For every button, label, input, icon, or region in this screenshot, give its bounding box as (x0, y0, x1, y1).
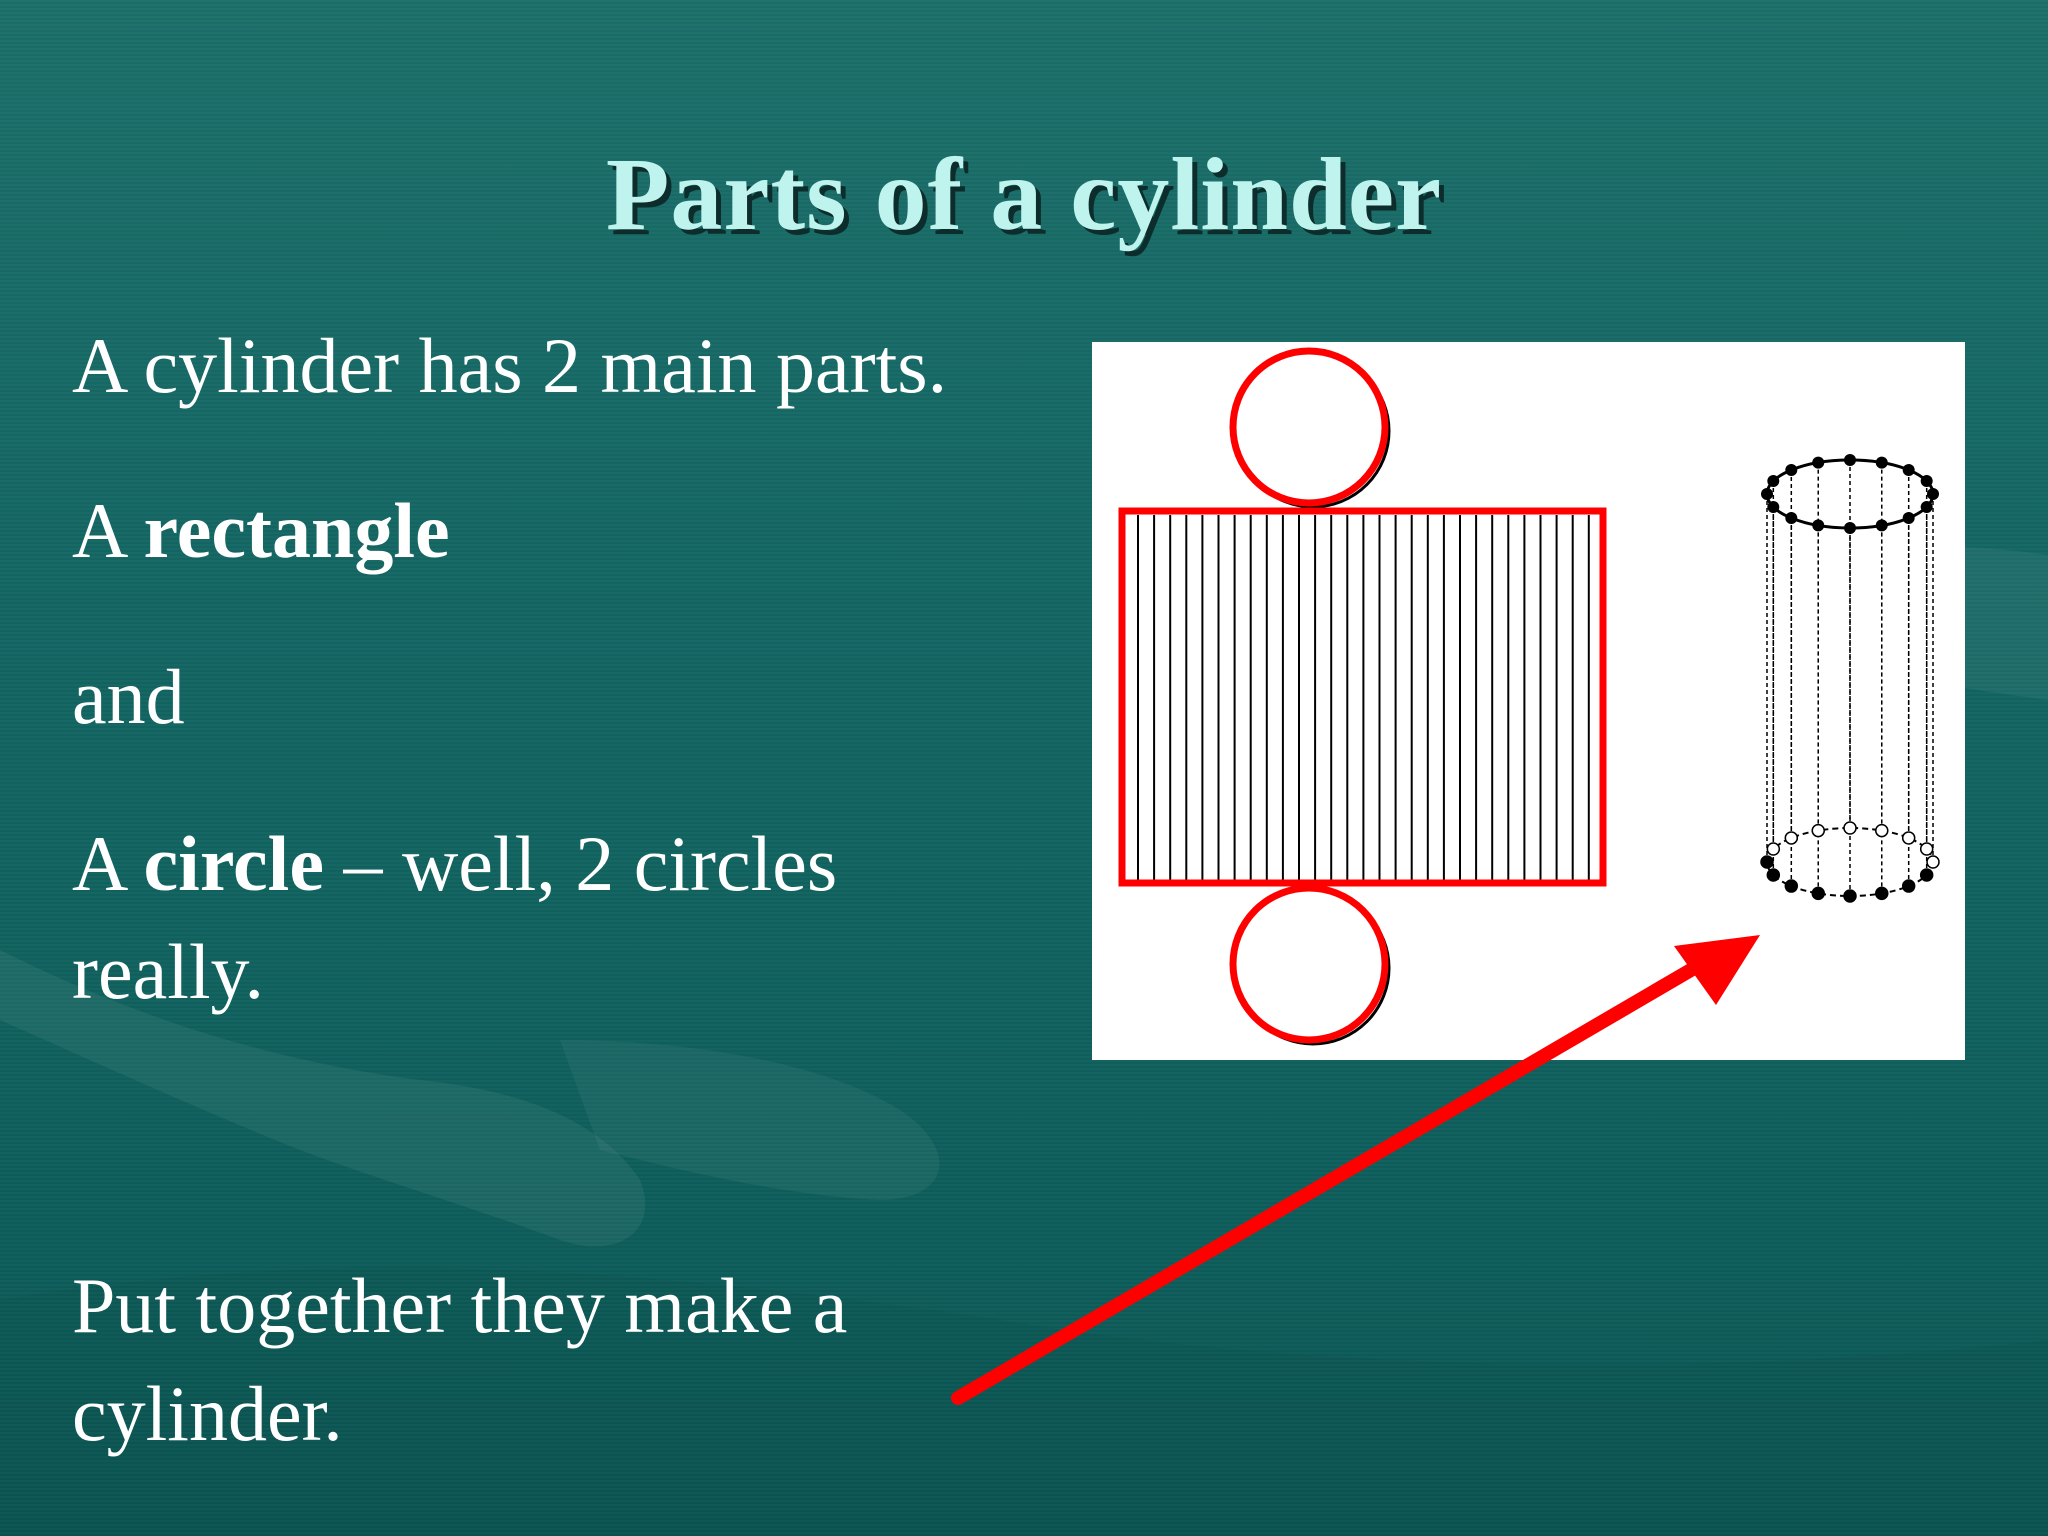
cylinder-top-dot (1875, 519, 1888, 532)
cylinder-bottom-dot (1811, 823, 1825, 838)
net-top-circle (1229, 347, 1391, 509)
together-line: Put together they make a cylinder. (72, 1262, 848, 1457)
rectangle-line: A rectangle (72, 477, 450, 585)
cylinder-top-dot (1812, 456, 1825, 469)
cylinder-bottom-dot (1919, 842, 1934, 856)
cylinder-bottom-dot (1875, 823, 1889, 838)
cylinder-bottom-dot (1926, 855, 1940, 869)
cylinder-top-dot (1902, 463, 1915, 476)
cylinder-bottom-dot (1843, 821, 1857, 835)
cylinder-top-dot (1902, 512, 1915, 525)
cylinder-top-dot (1812, 519, 1825, 532)
rectangle-prefix: A (72, 487, 144, 574)
cylinder-top-dot (1785, 463, 1798, 476)
cylinder-solid (1760, 454, 1940, 903)
cylinder-bottom-dot (1760, 855, 1774, 869)
cylinder-top-dot (1767, 474, 1780, 487)
slide-title: Parts of a cylinder (605, 137, 1443, 252)
cylinder-figure (1092, 342, 1965, 1060)
cylinder-bottom-dot (1843, 889, 1857, 903)
cylinder-bottom-dot (1784, 879, 1799, 893)
cylinder-bottom-dot (1784, 831, 1799, 845)
cylinder-diagram (1118, 347, 1940, 1046)
cylinder-top-dot (1844, 454, 1856, 466)
circle-prefix: A (72, 820, 144, 907)
cylinder-bottom-dot (1811, 886, 1825, 901)
cylinder-top-dot (1927, 488, 1939, 500)
cylinder-bottom-dot (1901, 879, 1916, 893)
cylinder-top-dot (1920, 474, 1933, 487)
circle-suffix: – well, 2 circles really. (72, 820, 838, 1015)
rectangle-word: rectangle (143, 487, 450, 574)
and-line: and (72, 653, 185, 740)
cylinder-bottom-dot (1919, 868, 1934, 882)
cylinder-top-dot (1920, 501, 1933, 514)
cylinder-top-dot (1785, 512, 1798, 525)
cylinder-top-dot (1767, 501, 1780, 514)
cylinder-top-dot (1761, 488, 1773, 500)
cylinder-top-dot (1844, 522, 1856, 534)
circle-line: A circle – well, 2 circles really. (72, 810, 992, 1026)
circle-word: circle (143, 820, 324, 907)
cylinder-top-dot (1875, 456, 1888, 469)
net-rectangle (1118, 507, 1607, 887)
cylinder-bottom-dot (1766, 842, 1781, 856)
cylinder-bottom-dot (1766, 868, 1781, 882)
intro-line: A cylinder has 2 main parts. (72, 322, 948, 409)
cylinder-bottom-dot (1901, 831, 1916, 845)
net-bottom-circle (1229, 884, 1391, 1046)
cylinder-bottom-dot (1875, 886, 1889, 901)
